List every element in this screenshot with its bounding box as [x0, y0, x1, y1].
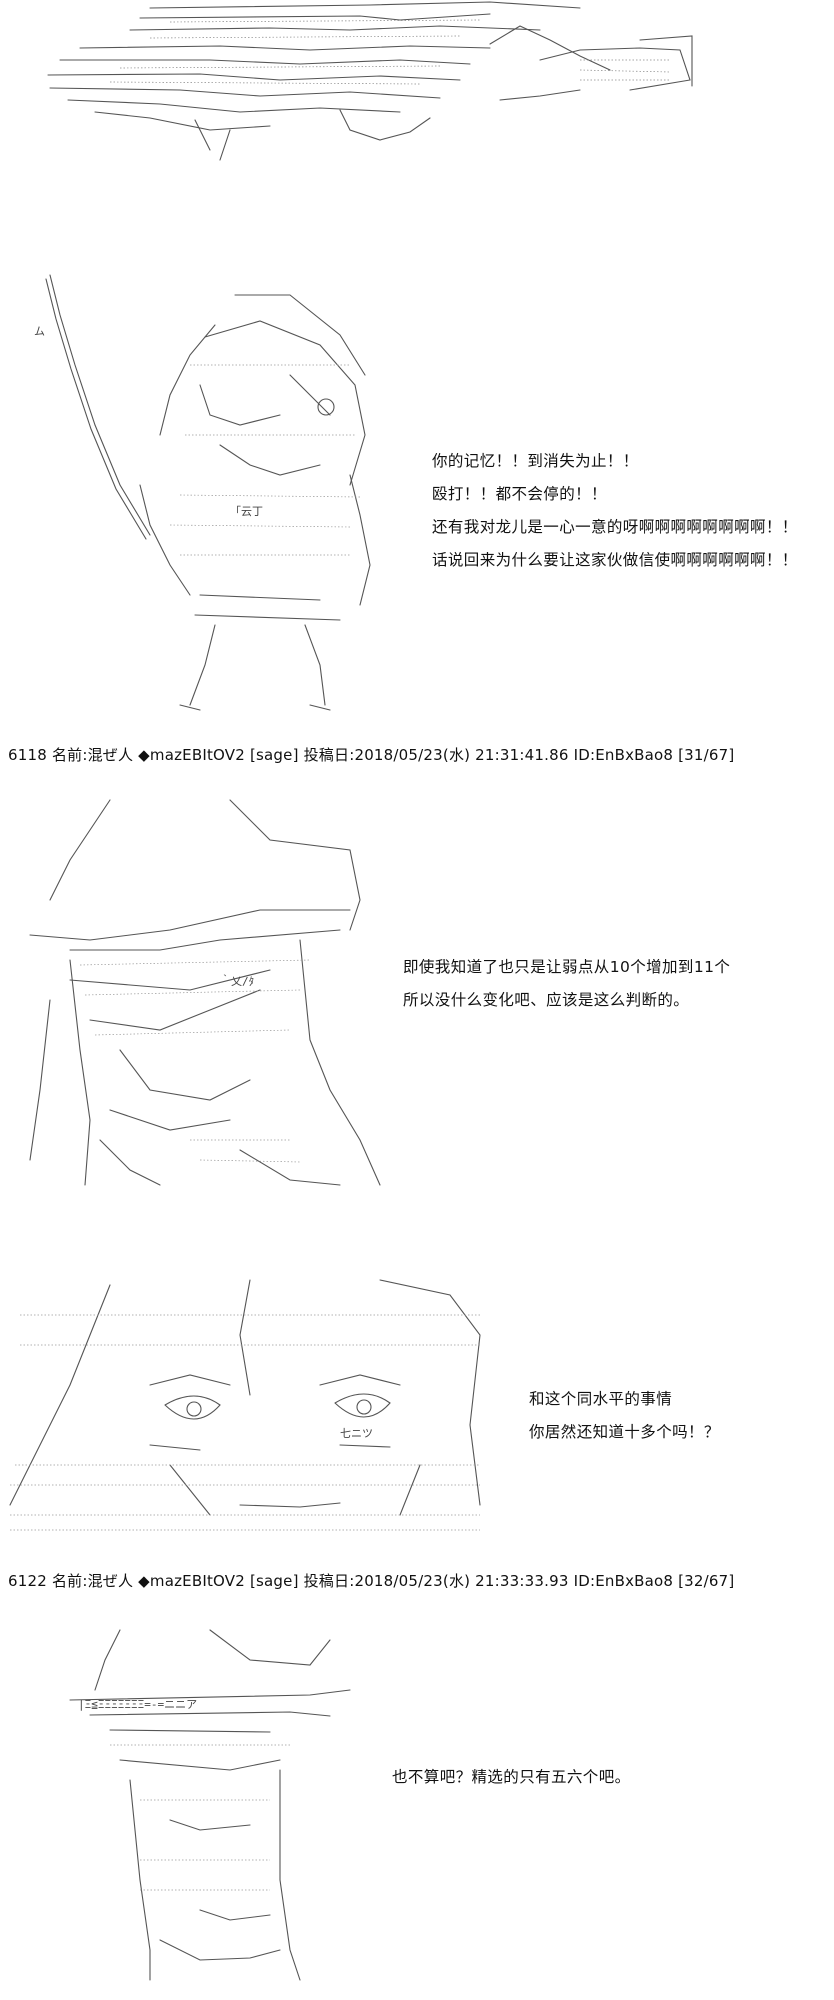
dialogue-line: 即使我知道了也只是让弱点从10个增加到11个 [403, 958, 731, 976]
dialogue-block-3: 和这个同水平的事情 你居然还知道十多个吗！？ [529, 1387, 819, 1447]
ascii-art-figure-with-staff: ム 「云丁 [20, 265, 420, 725]
dialogue-line: 也不算吧？精选的只有五六个吧。 [392, 1768, 631, 1786]
ascii-art-lying-figure [20, 0, 720, 185]
dialogue-line: 和这个同水平的事情 [529, 1390, 673, 1408]
dialogue-block-2: 即使我知道了也只是让弱点从10个增加到11个 所以没什么变化吧、应该是这么判断的… [403, 955, 823, 1015]
ascii-art-closeup-face: 七ニツ [0, 1275, 500, 1545]
art-label: 七ニツ [340, 1427, 373, 1440]
ascii-art-hat-figure: ｀乂/ﾀ [10, 790, 410, 1200]
post-header: 6122 名前:混ぜ人 ◆mazEBItOV2 [sage] 投稿日:2018/… [8, 1572, 735, 1590]
dialogue-block-1: 你的记忆！！到消失为止！！ 殴打！！都不会停的！！ 还有我对龙儿是一心一意的呀啊… [432, 449, 827, 589]
dialogue-line: 还有我对龙儿是一心一意的呀啊啊啊啊啊啊啊啊！！ [432, 518, 798, 536]
art-label: ｀乂/ﾀ [220, 973, 254, 988]
dialogue-line: 你居然还知道十多个吗！？ [529, 1423, 720, 1441]
dialogue-line: 殴打！！都不会停的！！ [432, 485, 607, 503]
art-label: 「云丁 [230, 505, 263, 518]
art-label: ム [34, 325, 45, 338]
dialogue-line: 所以没什么变化吧、应该是这么判断的。 [403, 991, 690, 1009]
post-header: 6118 名前:混ぜ人 ◆mazEBItOV2 [sage] 投稿日:2018/… [8, 746, 735, 764]
dialogue-block-4: 也不算吧？精选的只有五六个吧。 [392, 1765, 692, 1789]
ascii-art-ribbon-figure: |Ξ≦ΞΞΞΞΞΞΞ=-=ニニア [50, 1620, 400, 1990]
dialogue-line: 你的记忆！！到消失为止！！ [432, 452, 639, 470]
dialogue-line: 话说回来为什么要让这家伙做信使啊啊啊啊啊啊！！ [432, 551, 798, 569]
art-label: |Ξ≦ΞΞΞΞΞΞΞ=-=ニニア [78, 1698, 197, 1711]
